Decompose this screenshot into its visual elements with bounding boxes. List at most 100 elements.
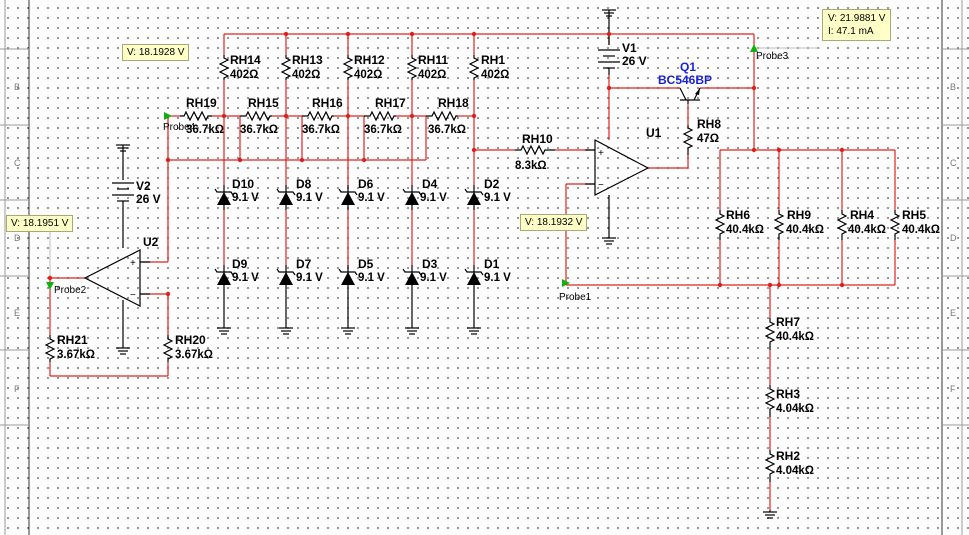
svg-text:−: − xyxy=(130,290,136,301)
ruler-row-f-right: F xyxy=(950,384,956,394)
d6-value: 9.1 V xyxy=(358,192,385,204)
probe3-voltage: V: 21.9881 V xyxy=(828,13,886,24)
zener-d1[interactable]: D1 9.1 V xyxy=(464,257,511,290)
battery-v2[interactable]: V2 26 V xyxy=(112,144,161,248)
transistor-q1[interactable]: Q1 BC546BP xyxy=(658,60,712,104)
svg-text:−: − xyxy=(598,180,604,191)
rh3-label: RH3 xyxy=(776,387,800,401)
opamp-u2[interactable]: + − U2 xyxy=(83,235,159,307)
probe3-marker[interactable]: Probe3 xyxy=(750,44,789,62)
ruler-row-e-right: E xyxy=(950,308,956,318)
resistor-rh10[interactable]: RH10 8.3kΩ xyxy=(515,132,555,172)
battery-v1[interactable]: V1 26 V xyxy=(598,9,647,75)
probe3-label: Probe3 xyxy=(756,51,789,62)
u2-label: U2 xyxy=(143,235,159,249)
probe4-label: Probe4 xyxy=(163,122,196,133)
probe4-voltage: V: 18.1928 V xyxy=(127,47,185,58)
resistor-rh17[interactable]: RH17 36.7kΩ xyxy=(364,96,406,136)
ruler-row-e-left: E xyxy=(14,308,20,318)
rh2-label: RH2 xyxy=(776,449,800,463)
v2-label: V2 xyxy=(136,179,151,193)
ruler-row-f-left: F xyxy=(14,384,20,394)
ground-d9 xyxy=(217,290,231,335)
resistor-rh20[interactable]: RH20 3.67kΩ xyxy=(162,333,213,362)
rh13-label: RH13 xyxy=(292,53,323,67)
ruler-row-b-right: B xyxy=(950,82,956,92)
d8-value: 9.1 V xyxy=(296,192,323,204)
probe2-marker[interactable]: Probe2 xyxy=(46,282,87,296)
rh14-label: RH14 xyxy=(230,53,261,67)
resistor-rh16[interactable]: RH16 36.7kΩ xyxy=(302,96,343,136)
zener-d5[interactable]: D5 9.1 V xyxy=(338,257,385,290)
rh20-label: RH20 xyxy=(175,333,206,347)
zener-d2[interactable]: D2 9.1 V xyxy=(464,177,511,210)
zener-d10[interactable]: D10 9.1 V xyxy=(214,177,259,210)
d5-value: 9.1 V xyxy=(358,272,385,284)
resistor-rh12[interactable]: RH12 402Ω xyxy=(342,53,385,81)
resistor-rh11[interactable]: RH11 402Ω xyxy=(406,53,448,81)
zener-d4[interactable]: D4 9.1 V xyxy=(402,177,447,210)
rh11-label: RH11 xyxy=(418,53,448,67)
ground-u2 xyxy=(116,300,130,355)
rh7-value: 40.4kΩ xyxy=(776,331,814,343)
rh18-value: 36.7kΩ xyxy=(428,124,466,136)
resistor-rh6[interactable]: RH6 40.4kΩ xyxy=(714,208,764,240)
rh15-label: RH15 xyxy=(248,96,279,110)
resistor-rh3[interactable]: RH3 4.04kΩ xyxy=(764,385,814,417)
rh19-label: RH19 xyxy=(186,96,217,110)
d2-value: 9.1 V xyxy=(484,192,511,204)
resistor-rh15[interactable]: RH15 36.7kΩ xyxy=(240,96,279,136)
resistor-rh19[interactable]: RH19 36.7kΩ xyxy=(180,96,224,136)
rh9-value: 40.4kΩ xyxy=(786,224,824,236)
d7-value: 9.1 V xyxy=(296,272,323,284)
resistor-rh14[interactable]: RH14 402Ω xyxy=(218,53,261,81)
zener-d6[interactable]: D6 9.1 V xyxy=(338,177,385,210)
resistor-rh21[interactable]: RH21 3.67kΩ xyxy=(44,333,95,362)
rh12-label: RH12 xyxy=(354,53,385,67)
resistor-rh4[interactable]: RH4 40.4kΩ xyxy=(836,208,886,240)
rh16-label: RH16 xyxy=(312,96,343,110)
rh8-value: 47Ω xyxy=(697,133,719,145)
ground-d7 xyxy=(279,290,293,335)
probe1-voltage: V: 18.1932 V xyxy=(525,217,583,228)
resistor-rh2[interactable]: RH2 4.04kΩ xyxy=(764,449,814,482)
ground-d1 xyxy=(467,290,481,335)
resistor-rh18[interactable]: RH18 36.7kΩ xyxy=(426,96,469,136)
ruler-row-c-right: C xyxy=(950,158,957,168)
zener-d9[interactable]: D9 9.1 V xyxy=(214,257,259,290)
zener-d7[interactable]: D7 9.1 V xyxy=(276,257,323,290)
zener-d8[interactable]: D8 9.1 V xyxy=(276,177,323,210)
probe1-marker[interactable]: Probe1 xyxy=(559,279,592,303)
resistor-rh7[interactable]: RH7 40.4kΩ xyxy=(764,315,814,350)
ground-d3 xyxy=(405,290,419,335)
probe2-voltage: V: 18.1951 V xyxy=(11,218,69,229)
probe4-marker[interactable]: Probe4 xyxy=(163,112,196,133)
resistor-rh1[interactable]: RH1 402Ω xyxy=(468,53,509,81)
zener-d3[interactable]: D3 9.1 V xyxy=(402,257,447,290)
d3-label: D3 xyxy=(422,257,438,271)
d3-value: 9.1 V xyxy=(420,272,447,284)
rh3-value: 4.04kΩ xyxy=(776,403,814,415)
d9-value: 9.1 V xyxy=(232,272,259,284)
opamp-u1[interactable]: + − U1 xyxy=(585,126,662,196)
resistor-rh13[interactable]: RH13 402Ω xyxy=(280,53,323,81)
rh10-value: 8.3kΩ xyxy=(515,160,547,172)
resistor-rh8[interactable]: RH8 47Ω xyxy=(682,117,721,155)
svg-text:+: + xyxy=(598,148,604,159)
rh17-value: 36.7kΩ xyxy=(364,124,402,136)
probe4-readout: V: 18.1928 V xyxy=(122,44,190,61)
rh1-value: 402Ω xyxy=(481,69,509,81)
d4-value: 9.1 V xyxy=(420,192,447,204)
resistor-rh5[interactable]: RH5 40.4kΩ xyxy=(889,208,940,240)
d5-label: D5 xyxy=(358,257,374,271)
rh19-value: 36.7kΩ xyxy=(186,124,224,136)
d2-label: D2 xyxy=(484,177,500,191)
probe1-label: Probe1 xyxy=(559,292,592,303)
rh1-label: RH1 xyxy=(481,53,505,67)
resistor-rh9[interactable]: RH9 40.4kΩ xyxy=(773,208,824,240)
ruler-row-d-left: D xyxy=(14,233,21,243)
q1-value: BC546BP xyxy=(658,73,712,87)
d10-value: 9.1 V xyxy=(232,192,259,204)
